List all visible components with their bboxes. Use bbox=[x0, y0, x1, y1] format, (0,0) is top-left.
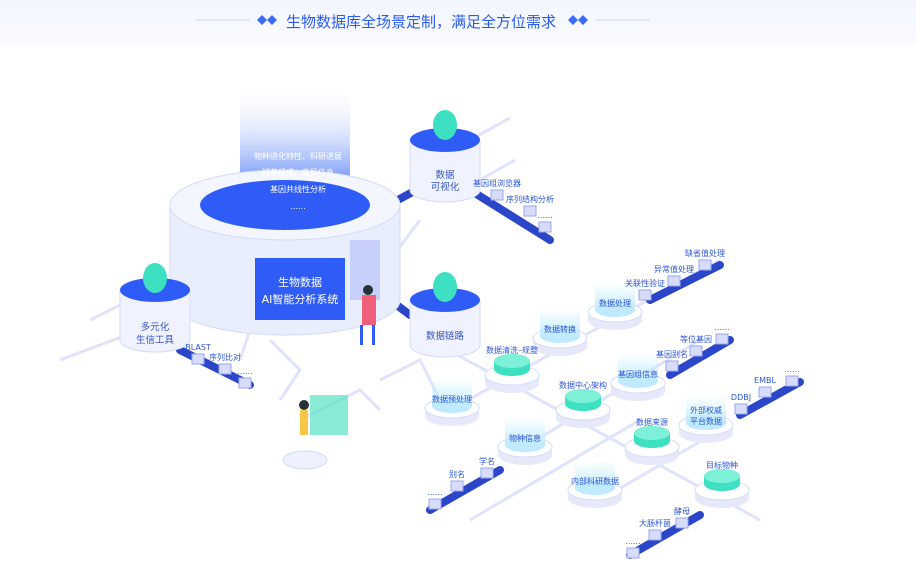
chain-genome-item: 等位基因 bbox=[680, 334, 712, 344]
platform-preprocessing bbox=[424, 378, 480, 426]
node-target[interactable]: 目标物种 bbox=[706, 460, 738, 470]
conveyor-box bbox=[238, 377, 252, 389]
platform-processing bbox=[587, 282, 643, 330]
chain-visualization-item: ...... bbox=[537, 210, 553, 220]
chain-genome-item: 基因别名 bbox=[656, 349, 688, 359]
conveyor-box bbox=[490, 189, 504, 201]
node-tools-2[interactable]: 生信工具 bbox=[135, 334, 175, 346]
node-visualization-1[interactable]: 数据 bbox=[435, 169, 455, 181]
conveyor-box bbox=[758, 386, 772, 398]
node-cleaning[interactable]: 数据清洗–规整 bbox=[486, 345, 538, 355]
conveyor-box bbox=[675, 517, 689, 529]
page-title: 生物数据库全场景定制，满足全方位需求 bbox=[285, 13, 556, 31]
chain-tools-item: BLAST bbox=[185, 342, 211, 352]
conveyor-box bbox=[785, 375, 799, 387]
header-diamond-right bbox=[568, 15, 650, 25]
chain-external-item: EMBL bbox=[754, 375, 776, 385]
chain-external-item: DDBJ bbox=[730, 392, 752, 402]
chain-visualization-item: 序列结构分析 bbox=[506, 194, 554, 204]
chain-processing-item: 缺省值处理 bbox=[685, 248, 725, 258]
node-preprocessing[interactable]: 数据预处理 bbox=[432, 394, 472, 404]
chain-target-item: ...... bbox=[625, 536, 641, 546]
beam-line-1: 物种进化特性、科研进展 bbox=[254, 151, 342, 161]
beam-line-2: 碱基组成、变异信息 bbox=[262, 167, 334, 177]
node-external-1[interactable]: 外部权威 bbox=[690, 405, 722, 415]
conveyor-box bbox=[480, 467, 494, 479]
chain-processing-item: 关联性验证 bbox=[625, 278, 665, 288]
node-external-2[interactable]: 平台数据 bbox=[690, 416, 722, 426]
scientist bbox=[360, 285, 376, 345]
node-link[interactable]: 数据链路 bbox=[425, 330, 465, 342]
small-cylinders bbox=[119, 110, 481, 358]
conveyor-box bbox=[648, 529, 662, 541]
conveyor-box bbox=[734, 403, 748, 415]
platform-species bbox=[497, 417, 553, 465]
conveyor-box bbox=[665, 360, 679, 372]
conveyor-box bbox=[450, 480, 464, 492]
conveyor-box bbox=[218, 363, 232, 375]
beam-line-4: ...... bbox=[290, 201, 306, 211]
node-conversion[interactable]: 数据转换 bbox=[544, 324, 576, 334]
chain-tools-item: 序列比对 bbox=[209, 352, 241, 362]
core-title-2: AI智能分析系统 bbox=[261, 292, 339, 306]
conveyor-box bbox=[638, 289, 652, 301]
node-processing[interactable]: 数据处理 bbox=[599, 298, 631, 308]
platform-target bbox=[694, 469, 750, 508]
conveyor-box bbox=[428, 498, 442, 510]
node-tools-1[interactable]: 多元化 bbox=[140, 321, 170, 333]
platform-external bbox=[678, 395, 734, 443]
core-cylinder bbox=[169, 169, 401, 336]
platform-genome bbox=[610, 353, 666, 401]
header-diamond-left bbox=[195, 15, 277, 25]
node-genome[interactable]: 基因组信息 bbox=[618, 369, 658, 379]
chain-species-item: ...... bbox=[427, 487, 443, 497]
header-banner bbox=[0, 0, 916, 46]
chain-species-item: 别名 bbox=[449, 469, 465, 479]
chain-external-item: ...... bbox=[784, 364, 800, 374]
core-title-1: 生物数据 bbox=[278, 275, 322, 289]
conveyor-box bbox=[191, 353, 205, 365]
node-source[interactable]: 数据来源 bbox=[636, 417, 668, 427]
conveyor-box bbox=[698, 259, 712, 271]
platform-internal bbox=[567, 460, 623, 508]
platforms bbox=[191, 189, 799, 559]
conveyor-box bbox=[626, 547, 640, 559]
platform-cleaning bbox=[484, 354, 540, 393]
chain-genome-item: ...... bbox=[714, 322, 730, 332]
chain-tools-item: ...... bbox=[237, 366, 253, 376]
conveyor-box bbox=[715, 333, 729, 345]
chain-visualization-item: 基因组浏览器 bbox=[473, 178, 521, 188]
node-species[interactable]: 物种信息 bbox=[509, 433, 541, 443]
analyst bbox=[282, 395, 348, 470]
conveyor-box bbox=[538, 221, 552, 233]
chain-processing-item: 异常值处理 bbox=[654, 264, 694, 274]
node-center[interactable]: 数据中心架构 bbox=[559, 380, 607, 390]
chain-target-item: 酵母 bbox=[674, 506, 690, 516]
beam-line-3: 基因共线性分析 bbox=[270, 184, 326, 194]
chain-species-item: 学名 bbox=[479, 456, 495, 466]
chain-target-item: 大肠杆菌 bbox=[639, 518, 671, 528]
platform-source bbox=[624, 426, 680, 465]
platform-conversion bbox=[532, 308, 588, 356]
conveyor-box bbox=[523, 205, 537, 217]
node-internal[interactable]: 内部科研数据 bbox=[571, 476, 619, 486]
platform-center bbox=[555, 389, 611, 428]
node-visualization-2[interactable]: 可视化 bbox=[430, 181, 460, 193]
conveyor-box bbox=[689, 345, 703, 357]
conveyor-box bbox=[667, 275, 681, 287]
